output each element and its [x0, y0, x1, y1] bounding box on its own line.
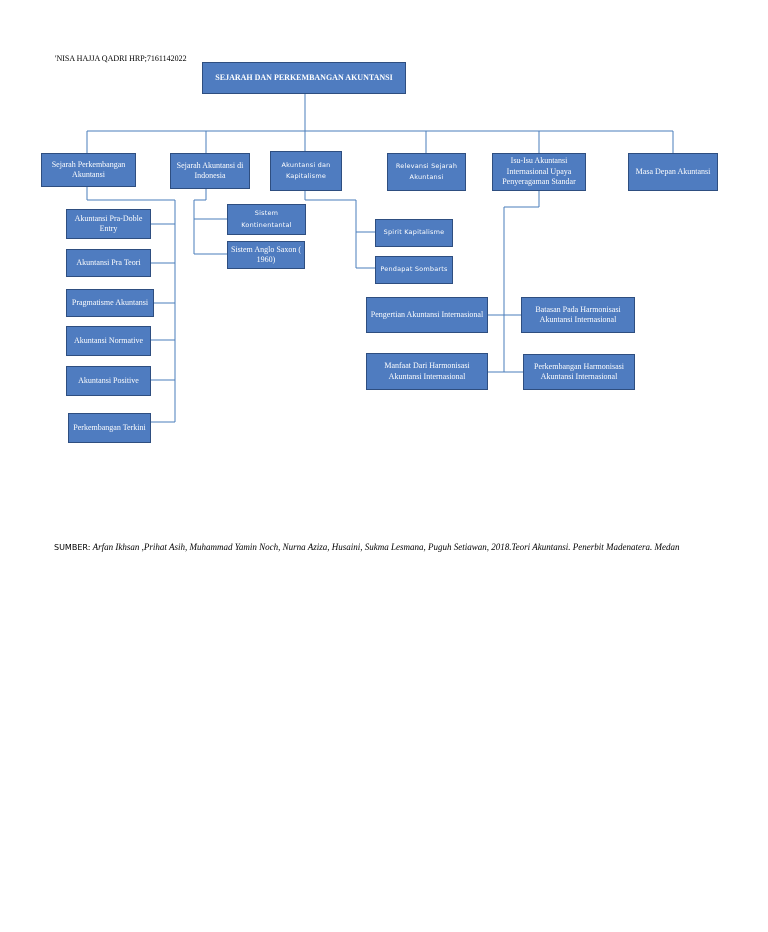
node-pra-doble-entry: Akuntansi Pra-Doble Entry — [66, 209, 151, 239]
node-akuntansi-kapitalisme: Akuntansi dan Kapitalisme — [270, 151, 342, 191]
node-isu-isu: Isu-Isu Akuntansi Internasional Upaya Pe… — [492, 153, 586, 191]
node-pendapat-sombarts: Pendapat Sombarts — [375, 256, 453, 284]
root-node: SEJARAH DAN PERKEMBANGAN AKUNTANSI — [202, 62, 406, 94]
node-perkembangan-terkini: Perkembangan Terkini — [68, 413, 151, 443]
node-manfaat-harmonisasi: Manfaat Dari Harmonisasi Akuntansi Inter… — [366, 353, 488, 390]
node-spirit-kapitalisme: Spirit Kapitalisme — [375, 219, 453, 247]
node-pra-teori: Akuntansi Pra Teori — [66, 249, 151, 277]
node-positive: Akuntansi Positive — [66, 366, 151, 396]
source-text: Arfan Ikhsan ,Prihat Asih, Muhammad Yami… — [92, 542, 680, 552]
node-sejarah-perkembangan: Sejarah Perkembangan Akuntansi — [41, 153, 136, 187]
node-normative: Akuntansi Normative — [66, 326, 151, 356]
node-perkembangan-harmonisasi: Perkembangan Harmonisasi Akuntansi Inter… — [523, 354, 635, 390]
node-sejarah-indonesia: Sejarah Akuntansi di Indonesia — [170, 153, 250, 189]
node-sistem-kontinental: Sistem Kontinentantal — [227, 204, 306, 235]
source-citation: SUMBER: Arfan Ikhsan ,Prihat Asih, Muham… — [54, 541, 724, 554]
node-sistem-anglo-saxon: Sistem Anglo Saxon ( 1960) — [227, 241, 305, 269]
source-label: SUMBER: — [54, 543, 91, 552]
node-pengertian-internasional: Pengertian Akuntansi Internasional — [366, 297, 488, 333]
node-pragmatisme: Pragmatisme Akuntansi — [66, 289, 154, 317]
node-batasan-harmonisasi: Batasan Pada Harmonisasi Akuntansi Inter… — [521, 297, 635, 333]
node-masa-depan: Masa Depan Akuntansi — [628, 153, 718, 191]
author-label: 'NISA HAJJA QADRI HRP;7161142022 — [55, 54, 187, 63]
node-relevansi-sejarah: Relevansi Sejarah Akuntansi — [387, 153, 466, 191]
